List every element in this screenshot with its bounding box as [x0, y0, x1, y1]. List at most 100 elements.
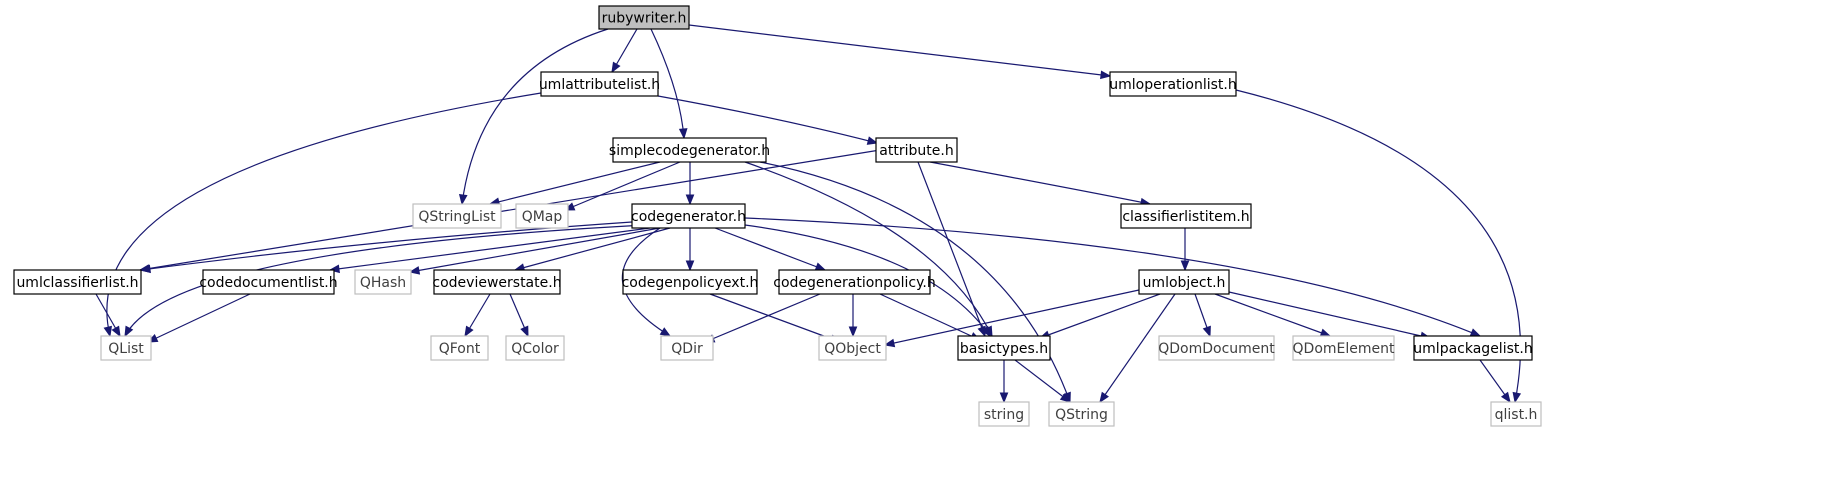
- edge-codegenerationpolicy-to-basictypes: [879, 293, 981, 341]
- node-codeviewerstate-label: codeviewerstate.h: [432, 275, 561, 291]
- edge-umlpackagelist-to-qlisth-arrowhead: [1500, 391, 1511, 404]
- edge-codegenerator-to-umlpackagelist-arrowhead: [1469, 328, 1482, 337]
- node-qobject-box: [818, 335, 887, 361]
- node-qstring-label: QString: [1055, 407, 1108, 423]
- edge-codegenerationpolicy-to-qobject-arrowhead: [848, 326, 858, 338]
- edge-rubywriter-to-umloperationlist: [688, 24, 1111, 77]
- edge-attribute-to-basictypes: [917, 161, 986, 337]
- node-codegenpolicyext-box: [622, 269, 758, 295]
- edge-codegenerator-to-basictypes-arrowhead: [981, 325, 991, 338]
- node-qmap-box: [515, 203, 569, 229]
- node-string: string: [978, 401, 1030, 427]
- node-umloperationlist-label: umloperationlist.h: [1109, 77, 1237, 93]
- node-umloperationlist-box: [1109, 71, 1237, 97]
- edge-simplecodegenerator-to-qmap: [564, 161, 681, 211]
- edge-codedocumentlist-to-qlist: [147, 293, 251, 343]
- node-codegenerator[interactable]: codegenerator.h: [631, 203, 746, 229]
- node-simplecodegenerator[interactable]: simplecodegenerator.h: [609, 137, 770, 163]
- edge-simplecodegenerator-to-basictypes: [744, 161, 993, 337]
- edge-codegenerator-to-codegenerationpolicy: [714, 227, 826, 271]
- edge-codegenerator-to-codegenpolicyext-arrowhead: [685, 260, 695, 272]
- edge-codeviewerstate-to-qcolor-arrowhead: [520, 325, 529, 338]
- node-qcolor-box: [505, 335, 565, 361]
- node-codedocumentlist-box: [202, 269, 335, 295]
- node-qhash: QHash: [354, 269, 412, 295]
- edge-umlobject-to-qdomelement-arrowhead: [1319, 328, 1332, 337]
- nodes-layer: rubywriter.h umlattributelist.h umloperati…: [13, 5, 1542, 427]
- node-umlpackagelist-label: umlpackagelist.h: [1413, 341, 1532, 357]
- node-rubywriter[interactable]: rubywriter.h: [598, 5, 690, 30]
- node-classifierlistitem-label: classifierlistitem.h: [1122, 209, 1249, 225]
- node-qobject-label: QObject: [824, 341, 881, 357]
- node-codegenerationpolicy[interactable]: codegenerationpolicy.h: [773, 269, 936, 295]
- node-qdomelement-box: [1292, 335, 1395, 361]
- node-classifierlistitem[interactable]: classifierlistitem.h: [1120, 203, 1252, 229]
- edge-umloperationlist-to-qlisth-arrowhead: [1512, 391, 1522, 404]
- node-codeviewerstate[interactable]: codeviewerstate.h: [432, 269, 562, 295]
- node-qfont: QFont: [430, 335, 489, 361]
- node-codedocumentlist[interactable]: codedocumentlist.h: [199, 269, 338, 295]
- node-qdir-label: QDir: [671, 341, 703, 357]
- node-umlattributelist-box: [540, 71, 659, 97]
- node-qlist-box: [100, 335, 152, 361]
- node-codegenerator-box: [631, 203, 746, 229]
- node-basictypes[interactable]: basictypes.h: [957, 335, 1051, 361]
- node-qcolor-label: QColor: [511, 341, 559, 357]
- node-qlisth-box: [1490, 401, 1542, 427]
- edge-simplecodegenerator-to-codegenerator-arrowhead: [685, 194, 695, 206]
- node-qstringlist-label: QStringList: [418, 209, 496, 225]
- node-string-box: [978, 401, 1030, 427]
- edge-codegenerator-to-codeviewerstate: [514, 227, 671, 271]
- node-umlobject-box: [1138, 269, 1230, 295]
- node-qhash-label: QHash: [360, 275, 406, 291]
- node-umlclassifierlist-label: umlclassifierlist.h: [16, 275, 138, 291]
- edge-attribute-to-classifierlistitem: [929, 161, 1151, 205]
- edge-umlobject-to-qstring: [1099, 293, 1176, 403]
- node-attribute[interactable]: attribute.h: [875, 137, 958, 163]
- edge-rubywriter-to-umloperationlist-arrowhead: [1100, 70, 1112, 80]
- edge-basictypes-to-qstring-arrowhead: [1059, 392, 1072, 403]
- node-qlist-label: QList: [108, 341, 144, 357]
- node-attribute-label: attribute.h: [879, 143, 953, 159]
- edge-umlobject-to-qobject: [884, 289, 1140, 346]
- node-simplecodegenerator-label: simplecodegenerator.h: [609, 143, 770, 159]
- node-qmap: QMap: [515, 203, 569, 229]
- node-umloperationlist[interactable]: umloperationlist.h: [1109, 71, 1237, 97]
- node-qstring-box: [1048, 401, 1115, 427]
- node-qlist: QList: [100, 335, 152, 361]
- node-qdomdocument: QDomDocument: [1158, 335, 1275, 361]
- node-codegenpolicyext[interactable]: codegenpolicyext.h: [622, 269, 759, 295]
- node-classifierlistitem-box: [1120, 203, 1252, 229]
- edge-codegenerator-to-qhash: [409, 227, 661, 273]
- edge-rubywriter-to-qstringlist: [461, 28, 609, 205]
- node-basictypes-box: [957, 335, 1051, 361]
- node-qhash-box: [354, 269, 412, 295]
- node-rubywriter-label: rubywriter.h: [602, 11, 687, 27]
- edge-codegenerationpolicy-to-qdir: [704, 293, 821, 343]
- node-qdir-box: [660, 335, 714, 361]
- node-umlclassifierlist[interactable]: umlclassifierlist.h: [13, 269, 142, 295]
- edge-rubywriter-to-umlattributelist-arrowhead: [611, 61, 621, 74]
- node-umlpackagelist[interactable]: umlpackagelist.h: [1413, 335, 1533, 361]
- edge-codegenerator-to-codedocumentlist: [329, 227, 651, 271]
- node-umlattributelist-label: umlattributelist.h: [539, 77, 660, 93]
- edge-simplecodegenerator-to-qstringlist: [489, 161, 661, 205]
- edge-umlclassifierlist-to-qlist-arrowhead: [111, 325, 121, 338]
- node-codeviewerstate-box: [433, 269, 561, 295]
- node-qlisth: qlist.h: [1490, 401, 1542, 427]
- node-qstringlist-box: [412, 203, 502, 229]
- edge-attribute-to-umlclassifierlist: [139, 149, 881, 271]
- node-qstring: QString: [1048, 401, 1115, 427]
- node-codedocumentlist-label: codedocumentlist.h: [199, 275, 337, 291]
- edge-umlattributelist-to-attribute: [657, 95, 878, 144]
- edge-umlattributelist-to-attribute-arrowhead: [866, 136, 879, 145]
- edge-umlobject-to-qdomdocument-arrowhead: [1202, 325, 1211, 338]
- node-string-label: string: [984, 407, 1024, 423]
- edge-umlobject-to-qdomelement: [1214, 293, 1331, 337]
- node-umlobject[interactable]: umlobject.h: [1138, 269, 1230, 295]
- edge-umlobject-to-qobject-arrowhead: [883, 338, 896, 348]
- edge-codeviewerstate-to-qfont-arrowhead: [464, 325, 474, 338]
- node-qmap-label: QMap: [522, 209, 563, 225]
- node-umlattributelist[interactable]: umlattributelist.h: [539, 71, 660, 97]
